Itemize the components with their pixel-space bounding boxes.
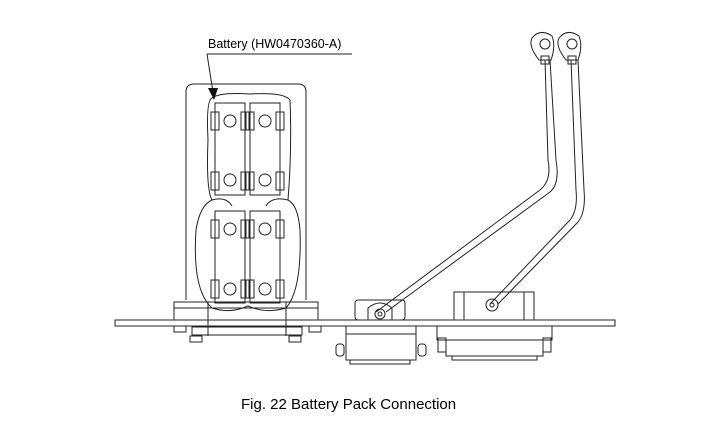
battery-callout-label: Battery (HW0470360-A)	[208, 37, 342, 51]
ring-terminal	[558, 32, 581, 64]
battery-cell	[246, 211, 284, 303]
battery-cell	[211, 211, 249, 303]
ring-terminal-cables	[376, 60, 584, 312]
figure-caption: Fig. 22 Battery Pack Connection	[241, 396, 457, 413]
battery-cell	[246, 103, 284, 195]
ring-terminal	[531, 32, 554, 64]
connector-right	[437, 292, 552, 360]
circuit-board	[115, 320, 615, 326]
connector-left	[336, 300, 426, 364]
mounting-nuts	[174, 326, 321, 342]
battery-enclosure	[186, 84, 306, 300]
battery-cells	[195, 94, 300, 311]
battery-cell	[211, 103, 249, 195]
battery-callout-leader	[207, 54, 352, 100]
